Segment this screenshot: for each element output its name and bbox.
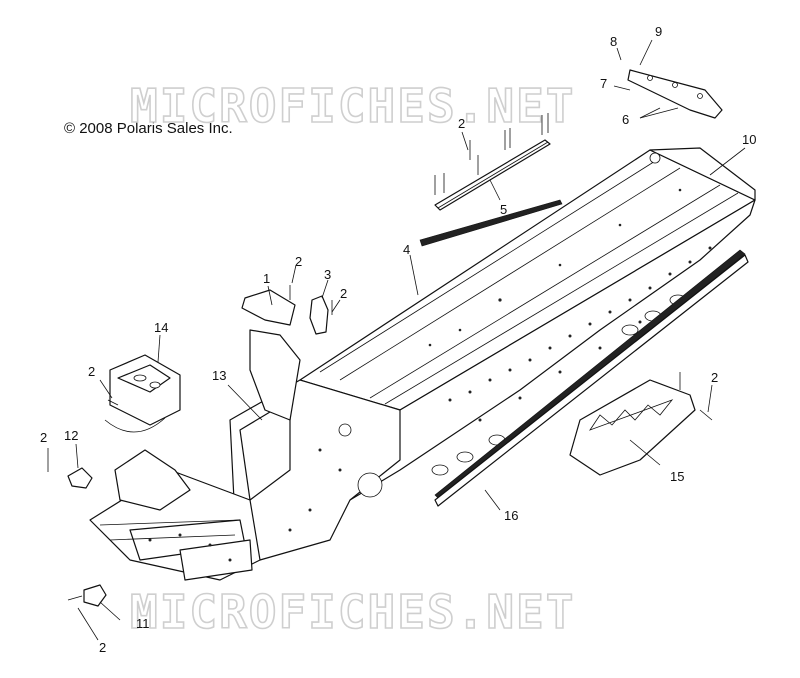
tunnel-assembly [299,149,756,501]
callout-9: 9 [655,24,662,39]
fasteners [47,113,713,601]
leader-lines [47,39,746,641]
running-board-edge [434,249,749,507]
callout-10: 10 [742,132,756,147]
callouts: 1 2 3 2 4 2 5 6 7 8 9 10 14 2 13 2 12 2 … [40,24,756,655]
callout-11: 11 [136,616,150,631]
callout-6: 6 [622,112,629,127]
side-rivets [448,246,712,422]
snowflap [569,379,696,476]
callout-2-g: 2 [99,640,106,655]
bracket-3 [309,295,329,335]
callout-14: 14 [154,320,168,335]
front-frame [89,449,261,581]
callout-15: 15 [670,469,684,484]
watermark-bottom: MICROFICHES.NET [130,585,575,639]
callout-5: 5 [500,202,507,217]
bracket-1 [241,289,296,326]
callout-8: 8 [610,34,617,49]
callout-3: 3 [324,267,331,282]
callout-13: 13 [212,368,226,383]
rear-bumper [649,147,756,201]
callout-12: 12 [64,428,78,443]
callout-1: 1 [263,271,270,286]
callout-2-c: 2 [458,116,465,131]
callout-2-a: 2 [295,254,302,269]
callout-4: 4 [403,242,410,257]
bracket [104,354,181,433]
bracket-12 [67,467,93,489]
callout-2-b: 2 [340,286,347,301]
callout-7: 7 [600,76,607,91]
copyright-notice: © 2008 Polaris Sales Inc. [64,120,233,137]
callout-2-f: 2 [711,370,718,385]
slide-rail [434,139,551,211]
reflector [83,584,107,607]
callout-2-d: 2 [88,364,95,379]
callout-16: 16 [504,508,518,523]
rear-flap-bracket [627,69,723,119]
callout-2-e: 2 [40,430,47,445]
watermark-top: MICROFICHES.NET [130,79,575,133]
